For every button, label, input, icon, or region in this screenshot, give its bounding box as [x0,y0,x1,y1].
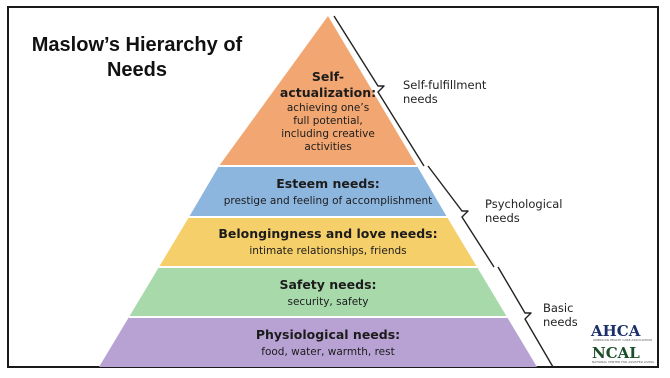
ahca-logo: AHCA AMERICAN HEALTH CARE ASSOCIATION [590,322,652,342]
group-self-fulfillment-label-2: needs [403,92,438,106]
level-self-actualization-desc-4: activities [304,141,351,153]
level-belongingness-name: Belongingness and love needs: [218,226,437,241]
group-self-fulfillment-label-1: Self-fulfillment [403,78,487,92]
level-esteem-band [189,166,447,217]
level-safety-band [129,267,507,317]
level-belongingness-band [159,217,477,267]
ncal-logo-text: NCAL [592,344,640,362]
level-self-actualization-name: Self- [312,69,344,84]
band-separators [129,165,507,318]
brace-basic [497,266,554,368]
level-self-actualization-name-line2: actualization: [280,85,376,100]
ahca-logo-subtext: AMERICAN HEALTH CARE ASSOCIATION [593,338,652,342]
level-physiological-name: Physiological needs: [256,327,400,342]
level-esteem-desc: prestige and feeling of accomplishment [224,195,433,207]
ncal-logo-subtext: NATIONAL CENTER FOR ASSISTED LIVING [592,360,655,364]
diagram-title: Maslow’s Hierarchy of Needs [22,33,252,83]
level-self-actualization-desc-1: achieving one’s [287,102,369,114]
level-physiological-desc: food, water, warmth, rest [261,346,394,358]
level-self-actualization-desc-3: including creative [281,128,375,140]
level-esteem-name: Esteem needs: [276,176,380,191]
title-text: Maslow’s Hierarchy of Needs [31,34,243,81]
group-psychological-label-2: needs [485,211,520,225]
group-psychological-label-1: Psychological [485,197,562,211]
brace-psychological [427,165,495,268]
level-physiological-band [99,317,537,367]
ahca-logo-text: AHCA [590,322,641,340]
brace-self-fulfillment [333,15,425,167]
group-basic-label-2: needs [543,315,578,329]
level-safety-name: Safety needs: [279,277,376,292]
level-self-actualization-band [219,16,417,166]
group-basic-label-1: Basic [543,301,573,315]
ncal-logo: NCAL NATIONAL CENTER FOR ASSISTED LIVING [592,344,655,364]
level-safety-desc: security, safety [288,296,369,308]
level-belongingness-desc: intimate relationships, friends [249,245,406,257]
level-self-actualization-desc-2: full potential, [293,115,363,127]
